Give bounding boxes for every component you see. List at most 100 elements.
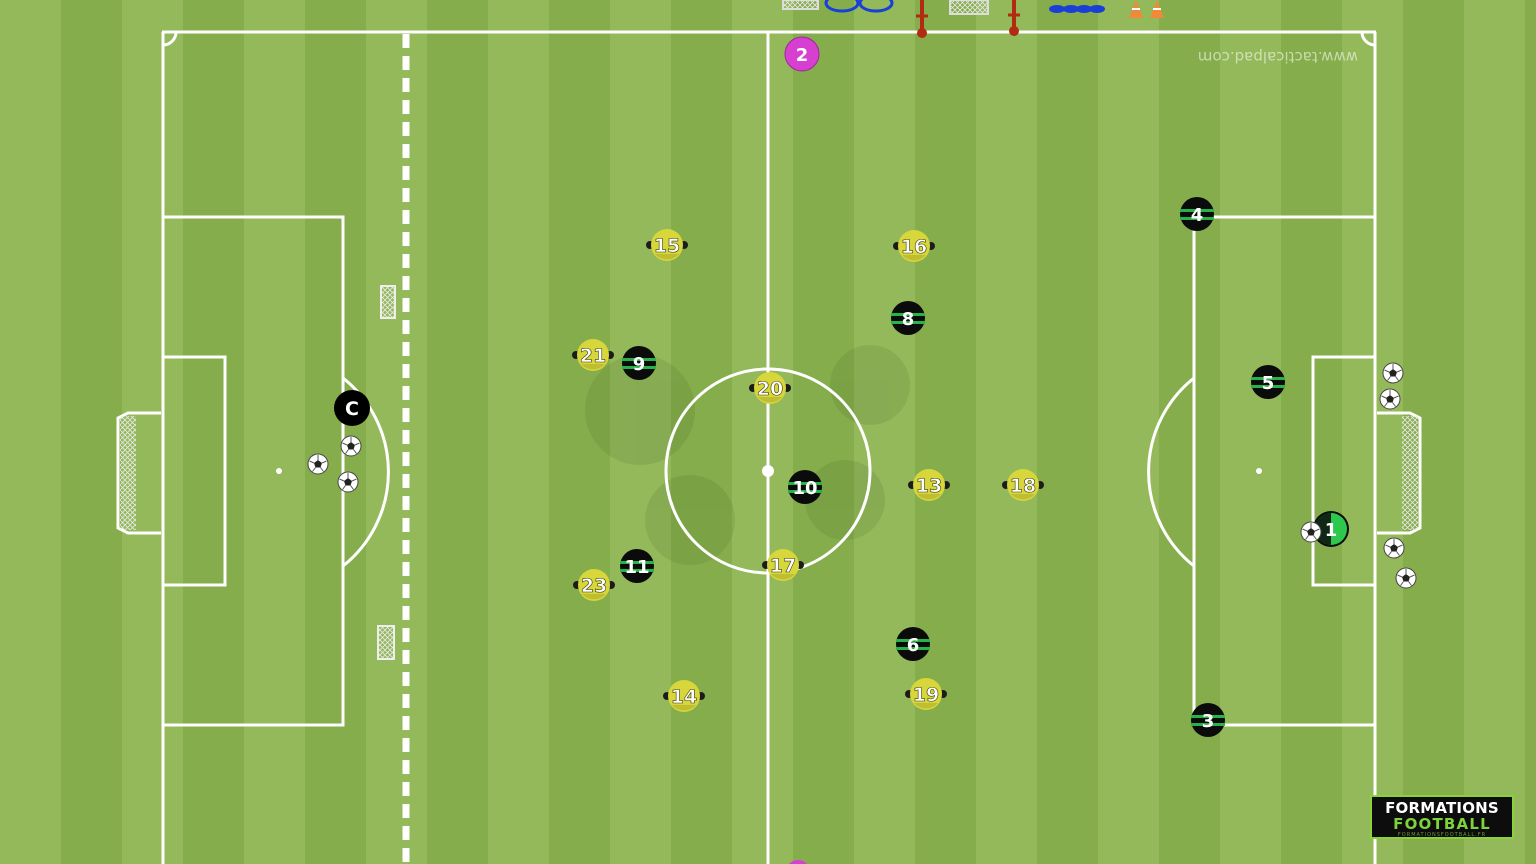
player-number: 13 <box>916 475 942 497</box>
player-yellow: 19 <box>905 678 947 710</box>
player-number: 10 <box>792 478 817 499</box>
pitch-lines <box>161 30 1377 864</box>
pole-icon <box>1008 0 1020 36</box>
cone-icon <box>1129 0 1143 18</box>
neutral-player-partial <box>789 860 807 864</box>
player-yellow: 23 <box>573 569 615 601</box>
player-black: 4 <box>1180 197 1214 231</box>
grass-stripe <box>549 0 610 864</box>
grass-stripe <box>671 0 732 864</box>
player-number: 5 <box>1262 373 1275 394</box>
equipment-row <box>782 0 1164 38</box>
grass-stripe <box>244 0 305 864</box>
coach: C <box>334 390 370 426</box>
goal-left-icon <box>116 411 161 535</box>
grass-stripe <box>0 0 61 864</box>
grass-stripe <box>427 0 488 864</box>
center-spot <box>762 465 774 477</box>
neutral-player: 2 <box>784 36 820 72</box>
player-black: 8 <box>891 301 925 335</box>
player-number: 8 <box>902 309 915 330</box>
player-black: 6 <box>896 627 930 661</box>
ball-icon <box>307 453 329 475</box>
yellow-team: 15 16 21 20 13 18 23 17 14 19 <box>572 229 1044 712</box>
player-number: 9 <box>633 354 646 375</box>
watermark-text: www.tacticalpad.com <box>1198 48 1358 66</box>
player-number: 1 <box>1325 520 1338 541</box>
grass-stripe <box>366 0 427 864</box>
grass-stripe <box>61 0 122 864</box>
player-black: 11 <box>620 549 654 583</box>
grass-stripe <box>305 0 366 864</box>
grass-stripe <box>915 0 976 864</box>
grass-stripe <box>793 0 854 864</box>
player-yellow: 21 <box>572 339 614 371</box>
cone-icon <box>1150 0 1164 18</box>
mini-goal-icon <box>782 0 819 10</box>
player-black: 3 <box>1191 703 1225 737</box>
coach-label: C <box>345 398 359 420</box>
grass-stripe <box>488 0 549 864</box>
pole-icon <box>916 0 928 38</box>
player-black: 5 <box>1251 365 1285 399</box>
grass-stripe <box>1525 0 1536 864</box>
formations-football-logo: FORMATIONS FOOTBALL FORMATIONSFOOTBALL.F… <box>1370 795 1514 839</box>
player-yellow: 18 <box>1002 469 1044 501</box>
logo-line-1: FORMATIONS <box>1385 799 1499 817</box>
mini-goal-icon <box>377 625 395 660</box>
player-number: 3 <box>1202 711 1215 732</box>
goalkeeper: 1 <box>1313 511 1349 547</box>
player-number: 15 <box>654 235 680 257</box>
ball-icon <box>337 471 359 493</box>
goal-right-icon <box>1377 411 1422 535</box>
player-number: 18 <box>1010 475 1036 497</box>
player-black: 9 <box>622 346 656 380</box>
player-number: 17 <box>770 555 796 577</box>
grass-stripe <box>1342 0 1403 864</box>
player-number: 6 <box>907 635 920 656</box>
player-yellow: 13 <box>908 469 950 501</box>
player-number: 20 <box>757 378 783 400</box>
grass-stripe <box>1464 0 1525 864</box>
grass-stripe <box>1220 0 1281 864</box>
grass-stripe <box>1037 0 1098 864</box>
grass-stripe <box>610 0 671 864</box>
ball-icon <box>1379 388 1401 410</box>
player-yellow: 16 <box>893 230 935 262</box>
player-yellow: 20 <box>749 372 791 404</box>
hoop-icon <box>858 0 894 13</box>
player-number: 23 <box>581 575 607 597</box>
player-yellow: 15 <box>646 229 688 261</box>
player-number: 19 <box>913 684 939 706</box>
ball-icon <box>1395 567 1417 589</box>
player-yellow: 17 <box>762 549 804 581</box>
black-team: 4 8 9 5 10 11 6 3 <box>620 197 1285 737</box>
player-number: 14 <box>671 686 697 708</box>
penalty-spot-right <box>1256 468 1262 474</box>
player-number: 4 <box>1191 205 1204 226</box>
logo-line-3: FORMATIONSFOOTBALL.FR <box>1397 832 1487 838</box>
player-number: 2 <box>796 45 809 66</box>
grass-stripe <box>732 0 793 864</box>
hurdle-icon <box>949 0 989 15</box>
ball-icon <box>1382 362 1404 384</box>
penalty-spot-left <box>276 468 282 474</box>
logo-line-2: FOOTBALL <box>1393 815 1491 833</box>
ball-icon <box>340 435 362 457</box>
mini-goal-icon <box>380 285 396 319</box>
player-number: 11 <box>624 557 649 578</box>
marker-disc-icon <box>1049 5 1105 13</box>
grass-stripe <box>1098 0 1159 864</box>
player-number: 21 <box>580 345 606 367</box>
ball-icon <box>1383 537 1405 559</box>
ball-icon <box>1300 521 1322 543</box>
player-black: 10 <box>788 470 822 504</box>
grass-stripe <box>854 0 915 864</box>
grass-stripe <box>183 0 244 864</box>
player-number: 16 <box>901 236 927 258</box>
grass-stripe <box>976 0 1037 864</box>
player-yellow: 14 <box>663 680 705 712</box>
hoop-icon <box>824 0 860 13</box>
